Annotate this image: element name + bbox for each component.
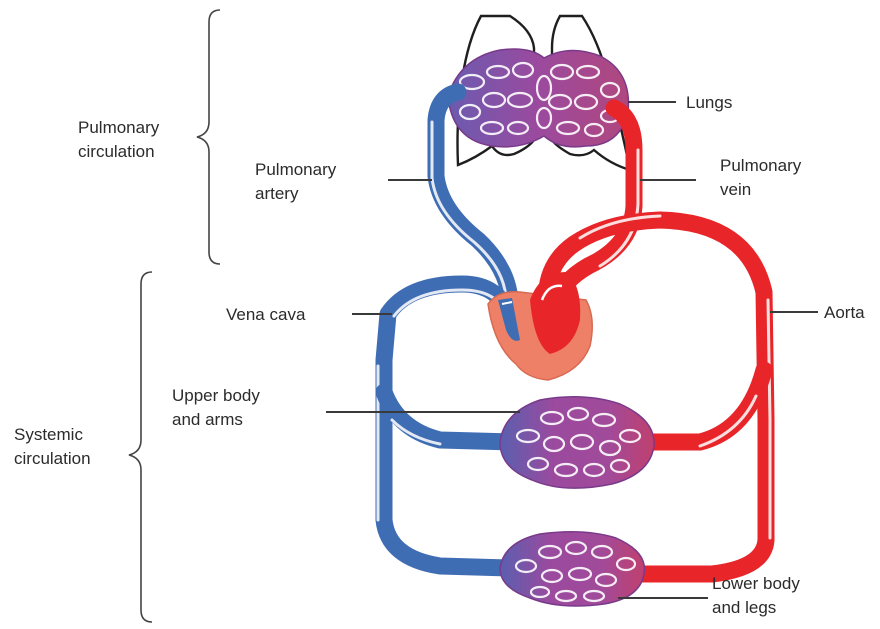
upper-arterial-branch (652, 370, 764, 442)
systemic-brace (129, 272, 152, 622)
pulmonary-artery-label: Pulmonary artery (255, 160, 337, 203)
pulmonary-vein-label-line-1: Pulmonary (720, 156, 802, 175)
upper-body-label-line-1: Upper body (172, 386, 260, 405)
pulmonary-circulation-label-line-2: circulation (78, 142, 155, 161)
pulmonary-artery-label-line-1: Pulmonary (255, 160, 337, 179)
lower-body-label-line-1: Lower body (712, 574, 800, 593)
upper-body-label: Upper body and arms (172, 386, 260, 429)
upper-body-label-line-2: and arms (172, 410, 243, 429)
lungs-label-line-1: Lungs (686, 93, 732, 112)
systemic-circulation-label-line-1: Systemic (14, 425, 83, 444)
lower-body-capillaries (500, 532, 644, 606)
upper-body-capillaries (500, 397, 654, 488)
lung-capillaries (448, 49, 628, 147)
vena-cava-label-line-1: Vena cava (226, 305, 306, 324)
aorta-label-line-1: Aorta (824, 303, 865, 322)
systemic-circulation-label-line-2: circulation (14, 449, 91, 468)
upper-venous-branch (384, 392, 512, 442)
systemic-circulation-label: Systemic circulation (14, 425, 91, 468)
pulmonary-vein-label-line-2: vein (720, 180, 751, 199)
lungs-label: Lungs (686, 93, 732, 112)
lower-body-label-line-2: and legs (712, 598, 776, 617)
pulmonary-vein-label: Pulmonary vein (720, 156, 802, 199)
pulmonary-brace (197, 10, 220, 264)
lower-body-label: Lower body and legs (712, 574, 800, 617)
vena-cava-label: Vena cava (226, 305, 306, 324)
pulmonary-artery-label-line-2: artery (255, 184, 299, 203)
pulmonary-circulation-label: Pulmonary circulation (78, 118, 160, 161)
pulmonary-circulation-label-line-1: Pulmonary (78, 118, 160, 137)
aorta-label: Aorta (824, 303, 865, 322)
